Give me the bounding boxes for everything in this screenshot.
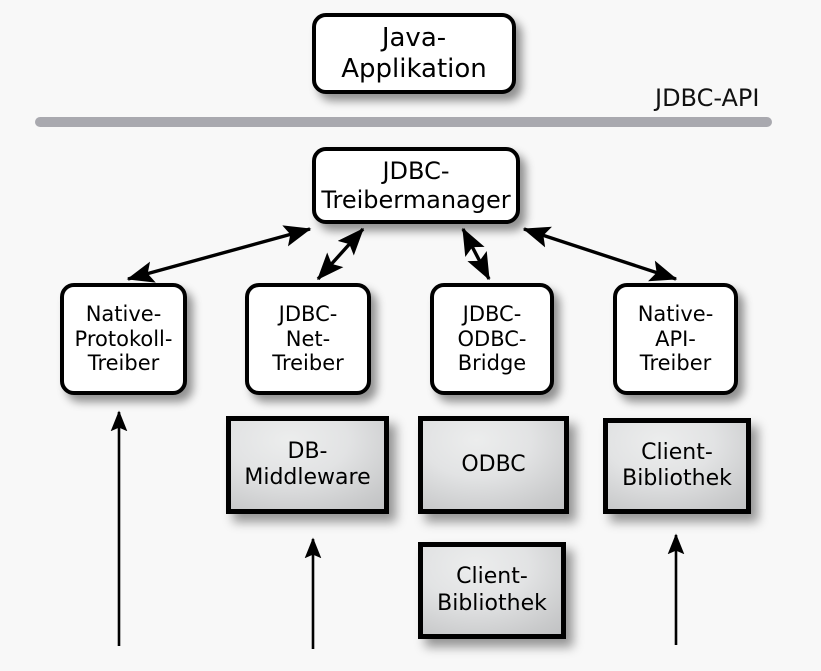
node-jdbc-net-driver-text: JDBC-Net-Treiber (272, 301, 344, 376)
arrow-manager-native-protokoll-treiber (126, 225, 312, 283)
jdbc-api-separator-bar (35, 117, 772, 127)
node-odbc-text: ODBC (461, 451, 526, 477)
node-client-library-right: Client-Bibliothek (603, 418, 751, 514)
arrow-manager-jdbc-net-treiber (316, 227, 365, 281)
node-jdbc-odbc-bridge: JDBC-ODBC-Bridge (430, 283, 554, 395)
node-jdbc-odbc-bridge-text: JDBC-ODBC-Bridge (457, 301, 527, 376)
node-jdbc-net-driver: JDBC-Net-Treiber (245, 283, 371, 395)
arrow-manager-jdbc-odbc-bridge (461, 227, 491, 281)
arrow-manager-native-api-treiber (522, 226, 678, 282)
node-db-middleware: DB-Middleware (226, 416, 389, 514)
node-native-protocol-driver-text: Native-Protokoll-Treiber (74, 301, 173, 376)
node-client-library-center-text: Client-Bibliothek (437, 564, 547, 616)
node-odbc: ODBC (418, 416, 569, 514)
node-jdbc-driver-manager-text: JDBC-Treibermanager (321, 157, 511, 214)
node-java-application-text: Java-Applikation (341, 22, 487, 84)
node-java-application: Java-Applikation (312, 13, 516, 94)
node-client-library-center: Client-Bibliothek (418, 542, 566, 639)
node-native-api-driver-text: Native-API-Treiber (637, 301, 714, 376)
node-db-middleware-text: DB-Middleware (244, 438, 371, 490)
jdbc-api-label: JDBC-API (655, 84, 760, 112)
node-client-library-right-text: Client-Bibliothek (622, 439, 732, 491)
node-native-api-driver: Native-API-Treiber (613, 283, 738, 395)
node-native-protocol-driver: Native-Protokoll-Treiber (60, 283, 187, 395)
node-jdbc-driver-manager: JDBC-Treibermanager (312, 147, 520, 224)
